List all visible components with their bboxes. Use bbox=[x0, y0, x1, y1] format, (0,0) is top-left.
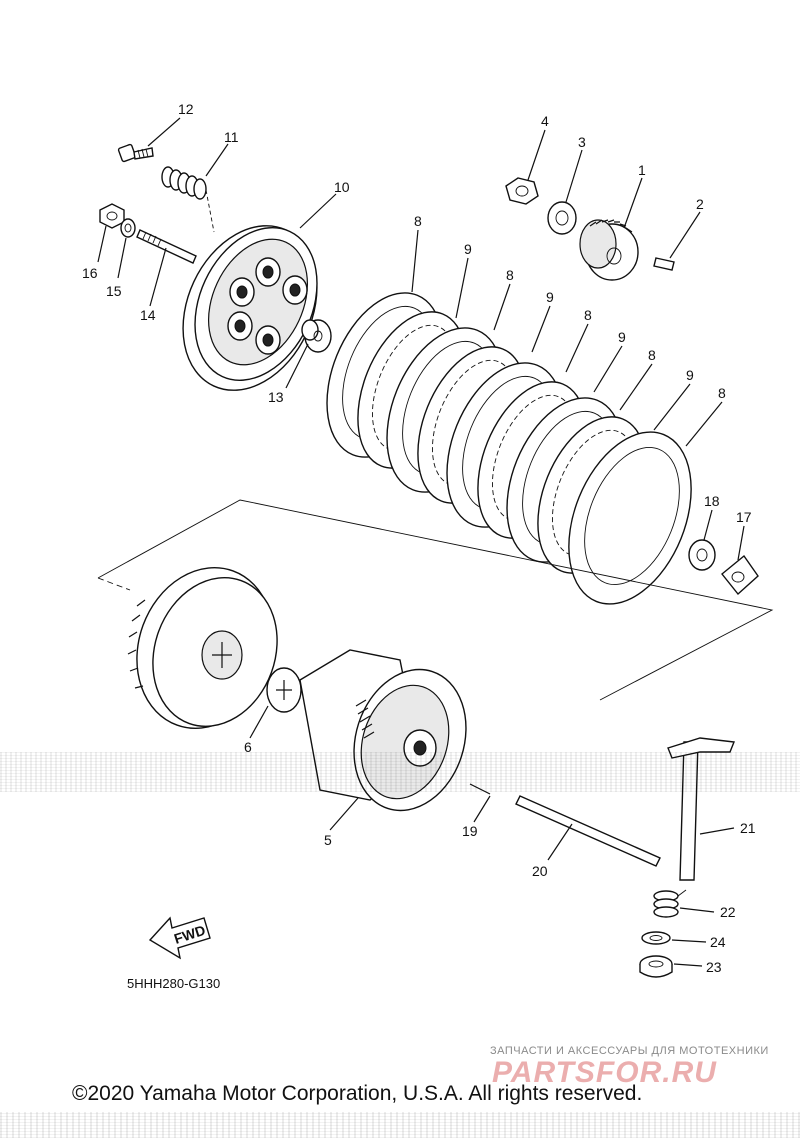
part-17-lock-washer bbox=[721, 554, 759, 596]
callout-9a: 9 bbox=[464, 241, 472, 257]
callout-9b: 9 bbox=[546, 289, 554, 305]
part-24-washer bbox=[641, 931, 671, 945]
callout-8b: 8 bbox=[506, 267, 514, 283]
clutch-plate-stack bbox=[326, 292, 692, 605]
part-2-key bbox=[653, 257, 675, 271]
callout-11: 11 bbox=[224, 129, 239, 145]
part-6-thrust-washer bbox=[266, 667, 302, 713]
primary-driven-gear bbox=[127, 567, 278, 729]
part-10-pressure-plate bbox=[182, 225, 318, 391]
callout-18: 18 bbox=[704, 493, 720, 509]
callout-24: 24 bbox=[710, 934, 726, 950]
callout-9c: 9 bbox=[618, 329, 626, 345]
callout-3: 3 bbox=[578, 134, 586, 150]
callout-21: 21 bbox=[740, 820, 756, 836]
part-16-nut bbox=[99, 203, 125, 229]
callout-9d: 9 bbox=[686, 367, 694, 383]
callout-1: 1 bbox=[638, 162, 646, 178]
callout-23: 23 bbox=[706, 959, 722, 975]
callout-14: 14 bbox=[140, 307, 156, 323]
callout-2: 2 bbox=[696, 196, 704, 212]
watermark-tagline: ЗАПЧАСТИ И АКСЕССУАРЫ ДЛЯ МОТОТЕХНИКИ bbox=[490, 1045, 769, 1057]
part-12-bolt bbox=[117, 143, 154, 163]
callout-5: 5 bbox=[324, 832, 332, 848]
friction-plate-8e bbox=[568, 431, 692, 605]
callout-8e: 8 bbox=[718, 385, 726, 401]
part-1-gear bbox=[579, 219, 639, 281]
part-20-push-rod bbox=[515, 795, 661, 867]
assembly-outline bbox=[97, 499, 774, 701]
callout-8c: 8 bbox=[584, 307, 592, 323]
fwd-arrow-icon: FWD bbox=[148, 916, 211, 960]
callout-20: 20 bbox=[532, 863, 548, 879]
callout-13: 13 bbox=[268, 389, 284, 405]
callout-17: 17 bbox=[736, 509, 752, 525]
callout-6: 6 bbox=[244, 739, 252, 755]
part-21-push-lever-shaft bbox=[667, 737, 735, 881]
part-13-push-rod-piece bbox=[301, 319, 332, 353]
copyright-text: ©2020 Yamaha Motor Corporation, U.S.A. A… bbox=[72, 1082, 643, 1105]
part-4-nut bbox=[505, 177, 539, 205]
callout-12: 12 bbox=[178, 101, 194, 117]
part-15-washer bbox=[120, 218, 136, 238]
part-18-collar bbox=[688, 539, 716, 571]
leader-lines bbox=[97, 117, 745, 967]
part-3-washer bbox=[547, 201, 577, 235]
callout-labels: 12 11 10 4 3 1 2 16 15 14 13 8 9 8 9 8 9… bbox=[82, 101, 756, 975]
diagram-code: 5HHH280-G130 bbox=[127, 976, 221, 991]
callout-8a: 8 bbox=[414, 213, 422, 229]
part-23-oil-seal bbox=[639, 955, 673, 978]
callout-15: 15 bbox=[106, 283, 122, 299]
callout-16: 16 bbox=[82, 265, 98, 281]
callout-22: 22 bbox=[720, 904, 736, 920]
callout-4: 4 bbox=[541, 113, 549, 129]
part-22-spring bbox=[653, 889, 687, 918]
watermark-logo: PARTSFOR.RU bbox=[492, 1056, 717, 1089]
part-19-push-rod bbox=[469, 783, 491, 795]
callout-10: 10 bbox=[334, 179, 350, 195]
part-11-spring bbox=[161, 166, 215, 233]
callout-19: 19 bbox=[462, 823, 478, 839]
part-5-clutch-housing bbox=[299, 649, 467, 812]
part-14-stud bbox=[136, 229, 197, 264]
callout-8d: 8 bbox=[648, 347, 656, 363]
